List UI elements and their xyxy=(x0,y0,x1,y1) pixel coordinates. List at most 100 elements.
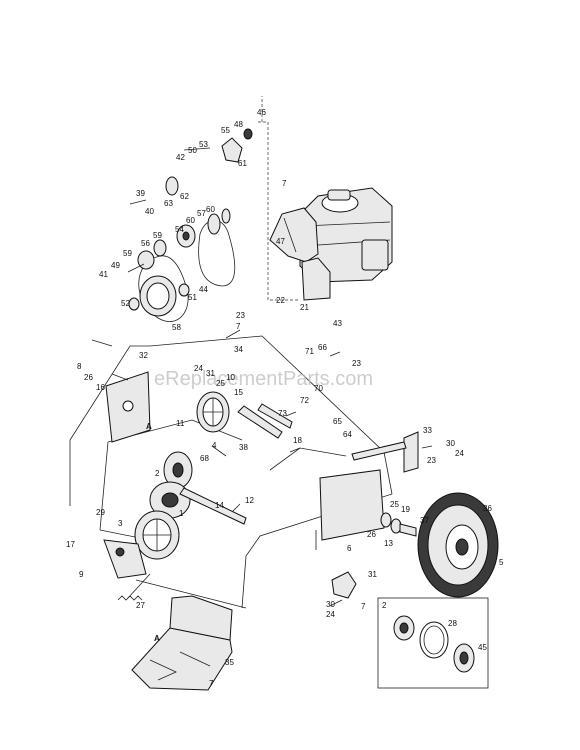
callout-18: 18 xyxy=(293,436,302,445)
axle-shaft xyxy=(179,487,247,525)
callout-71: 71 xyxy=(305,347,314,356)
callout-8: 8 xyxy=(77,362,82,371)
callout-5: 5 xyxy=(499,558,504,567)
callout-13: 13 xyxy=(384,539,393,548)
chute-bracket xyxy=(331,571,357,599)
engine-mount-bracket xyxy=(301,257,331,301)
callout-labels: 46 48 55 53 50 61 42 39 40 63 62 60 57 6… xyxy=(66,108,504,688)
callout-46: 46 xyxy=(257,108,266,117)
callout-10: 10 xyxy=(226,373,235,382)
callout-47: 47 xyxy=(276,237,285,246)
callout-25a: 25 xyxy=(216,379,225,388)
callout-39: 39 xyxy=(136,189,145,198)
axle-bracket-right xyxy=(351,431,419,473)
callout-28: 28 xyxy=(448,619,457,628)
callout-22: 22 xyxy=(276,296,285,305)
callout-26b: 26 xyxy=(367,530,376,539)
callout-3: 3 xyxy=(118,519,123,528)
callout-9: 9 xyxy=(79,570,84,579)
callout-23a: 23 xyxy=(236,311,245,320)
callout-27: 27 xyxy=(136,601,145,610)
callout-17: 17 xyxy=(66,540,75,549)
callout-12: 12 xyxy=(245,496,254,505)
transmission-frame xyxy=(69,335,393,609)
belt-large xyxy=(138,255,189,322)
callout-52: 52 xyxy=(121,299,130,308)
callout-34: 34 xyxy=(234,345,243,354)
callout-73: 73 xyxy=(278,409,287,418)
callout-23c: 23 xyxy=(427,456,436,465)
driven-pulley xyxy=(134,510,180,560)
callout-49: 49 xyxy=(111,261,120,270)
drive-plate xyxy=(163,451,193,489)
callout-64: 64 xyxy=(343,430,352,439)
callout-30a: 30 xyxy=(446,439,455,448)
callout-26a: 26 xyxy=(84,373,93,382)
callout-72: 72 xyxy=(300,396,309,405)
callout-43: 43 xyxy=(333,319,342,328)
callout-14: 14 xyxy=(215,501,224,510)
callout-36: 36 xyxy=(483,504,492,513)
wheel-hub-bushings xyxy=(380,512,417,537)
callout-68: 68 xyxy=(200,454,209,463)
bottom-cover xyxy=(131,595,233,691)
callout-50: 50 xyxy=(188,146,197,155)
engine-shroud xyxy=(269,207,319,263)
friction-wheel xyxy=(196,391,230,433)
callout-62: 62 xyxy=(180,192,189,201)
callout-40: 40 xyxy=(145,207,154,216)
callout-70: 70 xyxy=(314,384,323,393)
callout-58: 58 xyxy=(172,323,181,332)
callout-31b: 31 xyxy=(368,570,377,579)
callout-a-1: A xyxy=(146,422,152,431)
callout-42: 42 xyxy=(176,153,185,162)
callout-65: 65 xyxy=(333,417,342,426)
callout-54: 54 xyxy=(175,225,184,234)
callout-60b: 60 xyxy=(186,216,195,225)
callout-25b: 25 xyxy=(390,500,399,509)
hub-detail-box xyxy=(377,597,489,689)
callout-4: 4 xyxy=(212,441,217,450)
callout-59b: 59 xyxy=(123,249,132,258)
callout-24c: 24 xyxy=(326,610,335,619)
callout-29: 29 xyxy=(96,508,105,517)
callout-7c: 7 xyxy=(361,602,366,611)
callout-2a: 2 xyxy=(155,469,160,478)
spring xyxy=(117,573,151,601)
callout-31: 31 xyxy=(206,369,215,378)
drive-plate-large xyxy=(149,481,191,519)
callout-44: 44 xyxy=(199,285,208,294)
callout-32: 32 xyxy=(139,351,148,360)
callout-63: 63 xyxy=(164,199,173,208)
callout-15: 15 xyxy=(234,388,243,397)
callout-7b: 7 xyxy=(236,322,241,331)
callout-24a: 24 xyxy=(194,364,203,373)
idler-arm xyxy=(221,128,253,163)
callout-38: 38 xyxy=(239,443,248,452)
callout-11: 11 xyxy=(176,419,185,428)
callout-60a: 60 xyxy=(206,205,215,214)
callout-7a: 7 xyxy=(282,179,287,188)
callout-45: 45 xyxy=(478,643,487,652)
callout-41: 41 xyxy=(99,270,108,279)
watermark-text: eReplacementParts.com xyxy=(154,368,373,390)
bracket xyxy=(103,539,147,579)
callout-21: 21 xyxy=(300,303,309,312)
pulley-stack xyxy=(127,147,231,317)
callout-7d: 7 xyxy=(209,679,214,688)
callout-24b: 24 xyxy=(455,449,464,458)
hex-shaft xyxy=(237,403,293,439)
callout-30b: 30 xyxy=(326,600,335,609)
callout-2b: 2 xyxy=(382,601,387,610)
callout-23b: 23 xyxy=(352,359,361,368)
drive-wheel-tire xyxy=(417,492,499,598)
callout-1: 1 xyxy=(179,509,184,518)
callout-16: 16 xyxy=(96,383,105,392)
engine xyxy=(299,187,393,283)
side-plate-left xyxy=(105,371,151,443)
callout-59a: 59 xyxy=(153,231,162,240)
callout-57: 57 xyxy=(197,209,206,218)
callout-6: 6 xyxy=(347,544,352,553)
